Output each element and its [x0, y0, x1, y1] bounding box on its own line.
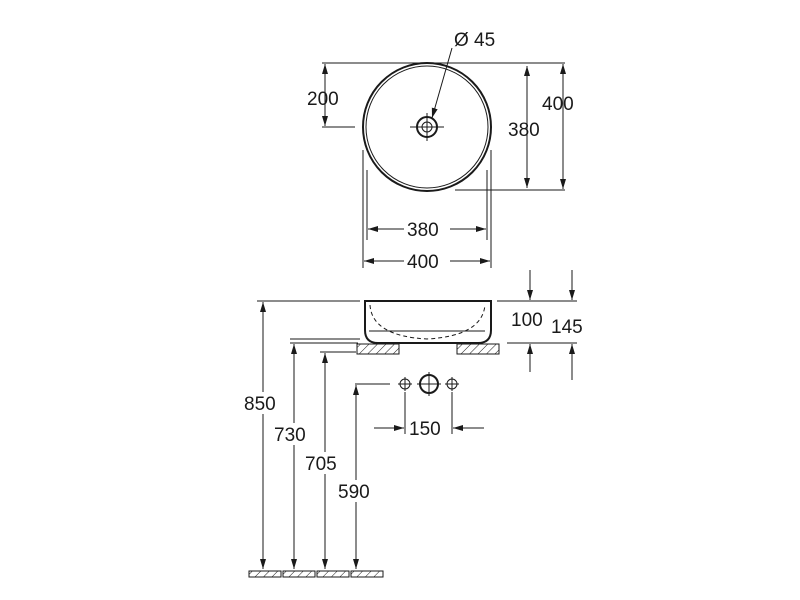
floor-hatch — [248, 570, 384, 578]
dim-150-label: 150 — [409, 419, 441, 440]
basin-bowl-hidden-line — [369, 304, 486, 340]
tap-holes — [398, 372, 459, 396]
basin-side-outline — [364, 300, 492, 344]
dim-400-horizontal-label: 400 — [407, 252, 439, 273]
counter-right-hatch — [456, 343, 500, 355]
dim-590-label: 590 — [338, 482, 370, 503]
dim-730-label: 730 — [274, 425, 306, 446]
counter-left-hatch — [356, 343, 400, 355]
side-view: 100 145 850 730 705 590 — [242, 270, 583, 578]
dim-200-label: 200 — [307, 89, 339, 110]
dim-380-horizontal-label: 380 — [407, 220, 439, 241]
dim-705-label: 705 — [305, 454, 337, 475]
dim-100-label: 100 — [511, 310, 543, 331]
dim-145-label: 145 — [551, 317, 583, 338]
dim-380-vertical-label: 380 — [508, 120, 540, 141]
drain-diameter-label: Ø 45 — [454, 30, 495, 51]
top-view: Ø 45 200 380 400 380 400 — [307, 30, 574, 273]
basin-inner-circle — [365, 65, 489, 189]
dim-400-vertical-label: 400 — [542, 94, 574, 115]
dim-850-label: 850 — [244, 394, 276, 415]
drain-diameter-leader — [431, 47, 453, 119]
